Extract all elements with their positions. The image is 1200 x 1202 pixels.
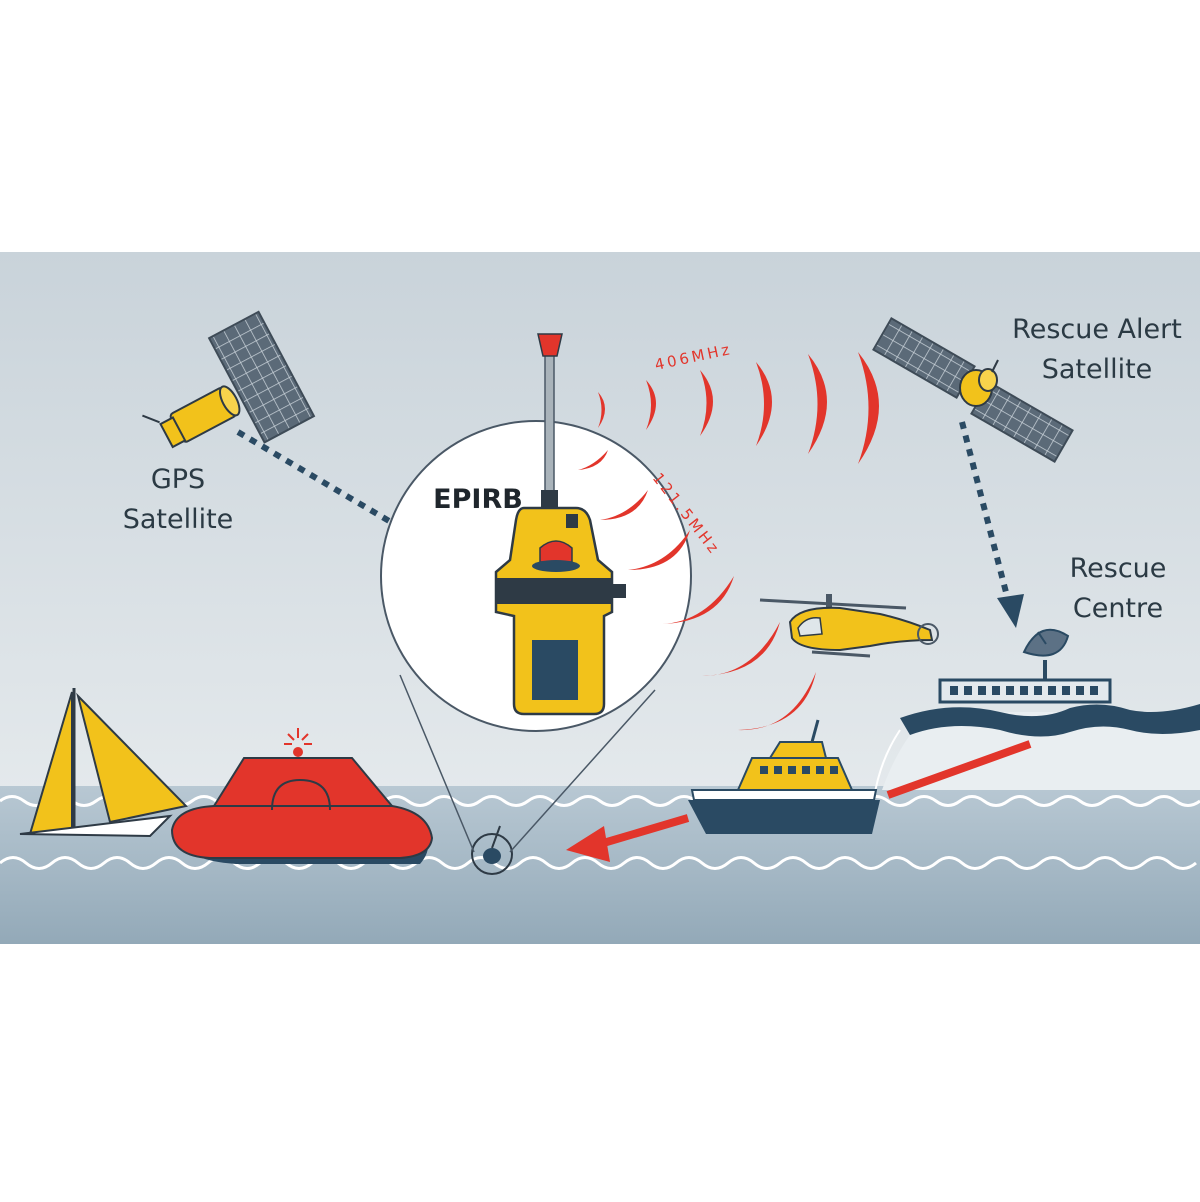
rescue-boat-icon [688, 719, 880, 834]
liferaft-icon [170, 728, 434, 864]
small-beacon-icon [471, 825, 513, 875]
gps-satellite-label-line2: Satellite [123, 504, 234, 535]
rescue-direction-line [598, 814, 690, 848]
rescue-arrowhead-icon [566, 826, 610, 862]
rescue-centre-label-line1: Rescue [1070, 553, 1167, 584]
zoom-line-left [399, 674, 475, 853]
rescue-alert-label-line2: Satellite [1042, 354, 1153, 385]
gps-satellite-icon [142, 310, 316, 449]
waves [0, 795, 1200, 870]
satellite-downlink-arrow [959, 421, 1011, 601]
epirb-device-icon [494, 506, 626, 716]
epirb-antenna-icon [537, 333, 563, 508]
sailboat-icon [19, 688, 188, 838]
rescue-centre-label-line2: Centre [1073, 593, 1163, 624]
rescue-alert-satellite-icon [872, 317, 1074, 463]
zoom-line-right [509, 689, 656, 853]
gps-satellite-label-line1: GPS [151, 464, 205, 495]
helicopter-icon [759, 594, 939, 658]
epirb-label: EPIRB [433, 484, 523, 515]
signal-121-arcs [578, 450, 816, 731]
rescue-centre-label: Rescue Centre [1070, 553, 1167, 624]
rescue-alert-satellite-label: Rescue Alert Satellite [1012, 314, 1182, 385]
downlink-arrowhead-icon [997, 594, 1024, 628]
relay-signal-line [886, 740, 1032, 799]
signal-406-arcs [598, 352, 879, 464]
gps-satellite-label: GPS Satellite [123, 464, 234, 535]
rescue-alert-label-line1: Rescue Alert [1012, 314, 1182, 345]
satellite-dish-icon [1022, 628, 1070, 680]
